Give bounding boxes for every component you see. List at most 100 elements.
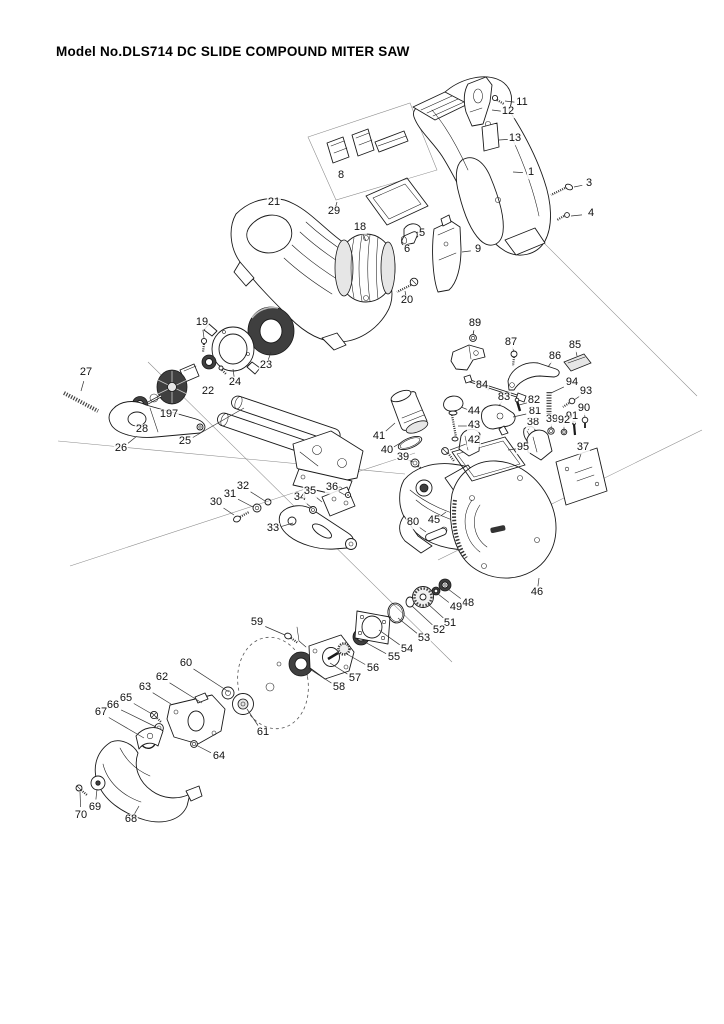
part-leader-11 <box>504 100 515 103</box>
part-leader-82 <box>518 402 528 406</box>
part-leader-28 <box>136 423 141 428</box>
part-27-spring <box>63 391 99 413</box>
part-19-screw <box>200 337 208 353</box>
part-leader-44 <box>460 406 469 411</box>
part-leader-46 <box>537 577 540 587</box>
part-leader-56 <box>344 652 366 665</box>
page-title: Model No.DLS714 DC SLIDE COMPOUND MITER … <box>56 44 410 59</box>
part-leader-55 <box>362 640 387 655</box>
part-leader-85 <box>575 350 578 357</box>
part-leader-20 <box>404 290 407 297</box>
part-4-screw <box>556 212 570 221</box>
part-leader-65 <box>133 703 153 715</box>
part-leader-68 <box>134 805 140 814</box>
part-leader-35 <box>315 496 323 503</box>
part-68-blade-guard <box>94 727 203 823</box>
part-60-washer <box>221 686 235 700</box>
part-leader-60 <box>193 668 230 693</box>
part-70-screw <box>75 784 88 796</box>
part-69-washer <box>90 775 106 791</box>
saw-blade-outline <box>237 636 309 730</box>
part-leader-24 <box>232 368 235 377</box>
part-53-o-ring <box>387 602 405 624</box>
part-leader-39 <box>550 424 552 430</box>
part-leader-4 <box>570 214 583 217</box>
part-leader-5 <box>416 231 420 234</box>
part-81-lever <box>481 404 516 436</box>
part-82-pin <box>514 397 522 412</box>
part-30-screw <box>233 511 250 523</box>
part-leader-19 <box>202 329 205 339</box>
part-leader-53 <box>397 617 418 634</box>
part-12-bracket <box>463 76 493 127</box>
part-leader-30 <box>223 507 235 516</box>
part-leader-34 <box>305 502 313 509</box>
part-leader-41 <box>385 422 396 432</box>
part-80-pin <box>425 527 447 542</box>
part-leader-94 <box>550 386 565 394</box>
part-leader-29 <box>335 201 338 208</box>
part-leader-36 <box>337 490 346 496</box>
part-leader-3 <box>573 184 583 188</box>
part-8-terminal-blocks <box>326 128 409 164</box>
part-6-cylinder <box>400 231 418 246</box>
part-leader-31 <box>237 498 254 508</box>
bearing-front <box>201 354 217 370</box>
part-leader-45 <box>439 511 447 518</box>
part-36-pin <box>344 491 352 499</box>
part-25-slide-pipes <box>217 395 364 498</box>
part-40-ring <box>397 435 423 451</box>
part-88-bracket <box>450 344 486 371</box>
part-leader-87 <box>512 346 515 353</box>
part-leader-81 <box>512 413 527 418</box>
part-leader-93 <box>573 395 581 401</box>
part-54-flange-plate <box>354 610 391 645</box>
part-leader-42 <box>449 443 466 451</box>
part-leader-63 <box>152 692 172 705</box>
part-leader-90 <box>584 413 586 419</box>
part-37-nameplate <box>555 447 608 506</box>
part-64-nut <box>190 740 198 748</box>
part-leader-84 <box>484 387 490 391</box>
part-65-screw <box>149 710 162 723</box>
part-leader-32 <box>250 491 266 502</box>
part-leader-83 <box>498 401 503 407</box>
part-leader-91 <box>572 420 575 426</box>
part-58-inner-flange <box>288 651 314 677</box>
part-leader-57 <box>329 662 348 675</box>
part-44-knob <box>443 395 464 416</box>
part-leader-52 <box>411 605 433 626</box>
part-63-cover-plate <box>166 692 226 745</box>
part-18-motor <box>334 233 396 303</box>
part-3-screw <box>550 183 574 196</box>
part-leader-67 <box>108 717 145 739</box>
part-leader-12 <box>491 109 501 112</box>
part-93-screw <box>562 397 576 408</box>
part-89-nut <box>469 334 477 342</box>
part-leader-69 <box>95 788 98 800</box>
part-leader-70 <box>79 791 81 808</box>
part-56-spindle <box>327 642 351 661</box>
part-9-switch <box>432 214 462 293</box>
part-34-washer <box>309 506 317 514</box>
part-leader-64 <box>195 744 212 754</box>
part-41-dust-nozzle <box>390 389 429 434</box>
part-32-ring <box>264 498 272 506</box>
part-leader-26 <box>127 435 138 444</box>
part-39-nut-right <box>547 427 555 435</box>
part-leader-89 <box>472 328 475 336</box>
part-13-plate <box>481 122 500 152</box>
part-29-switch-frame <box>365 177 429 226</box>
part-leader-27 <box>80 381 85 392</box>
part-leader-61 <box>246 708 259 726</box>
part-leader-48 <box>447 588 462 599</box>
part-11-screw <box>491 94 505 105</box>
part-61-cover-disc <box>232 693 254 715</box>
part-86-link <box>507 362 560 391</box>
part-21-motor-housing <box>230 198 393 351</box>
part-leader-54 <box>378 629 400 646</box>
part-48-bearing <box>438 578 452 592</box>
part-leader-95 <box>507 448 517 451</box>
